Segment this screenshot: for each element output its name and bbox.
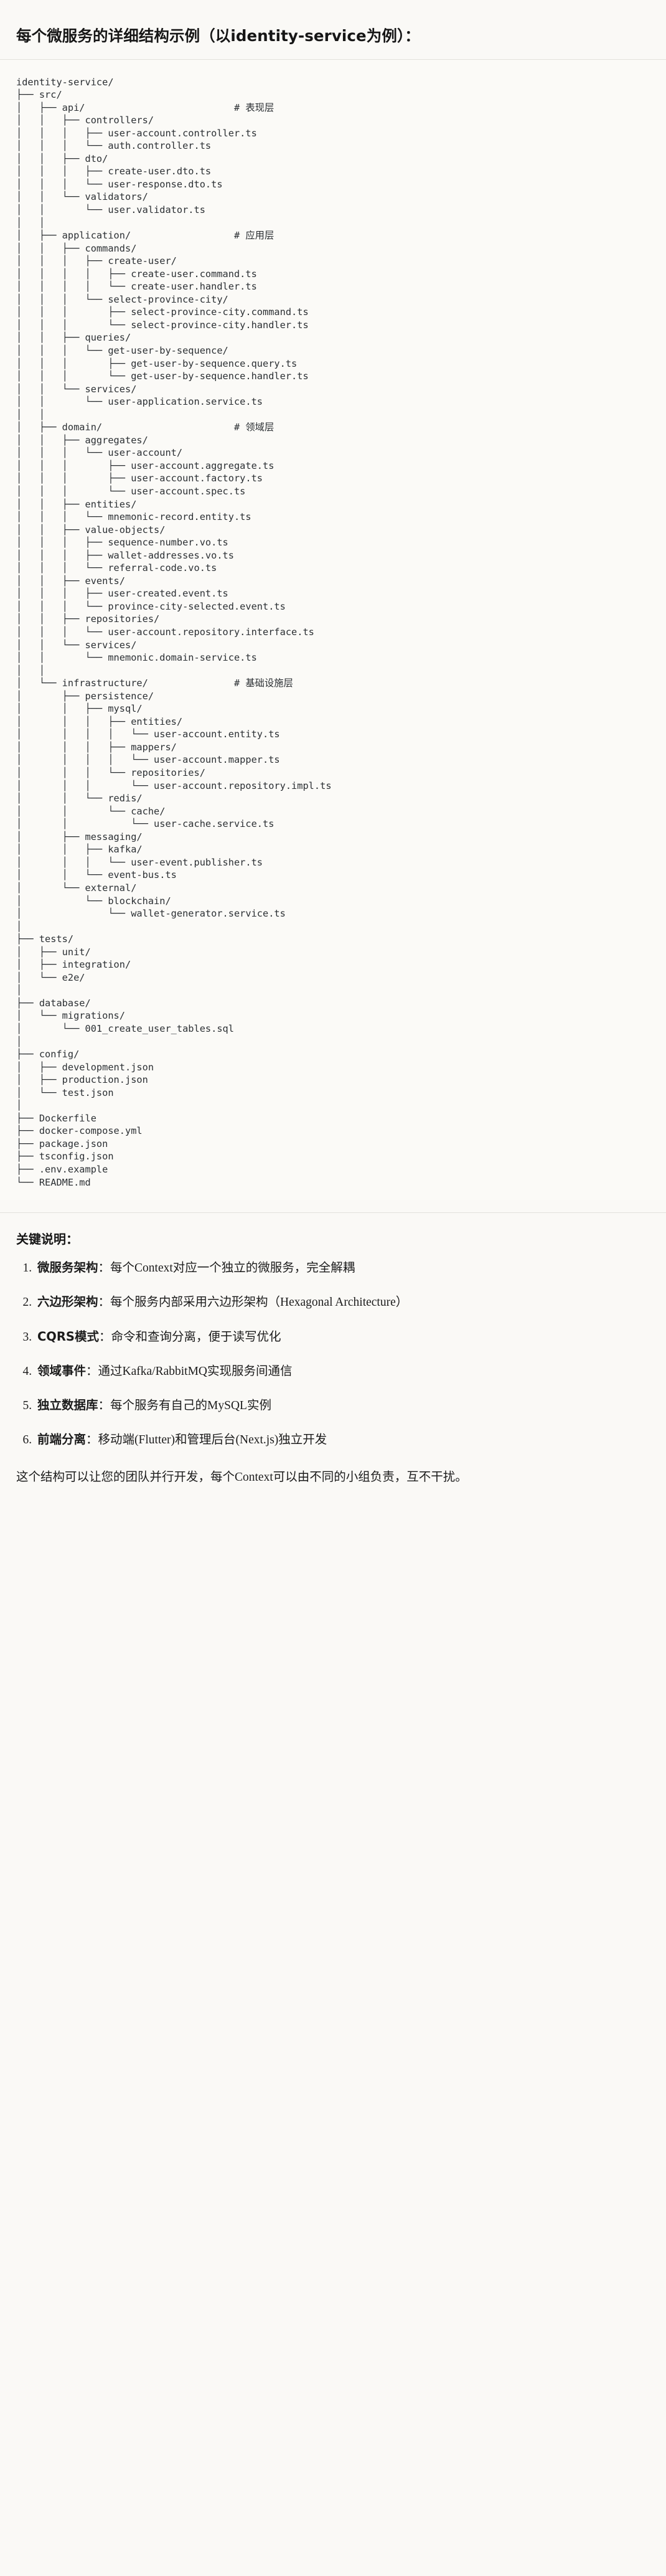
- document-page: 每个微服务的详细结构示例（以identity-service为例）： ident…: [0, 12, 666, 2576]
- note-term: 前端分离: [37, 1432, 87, 1447]
- directory-tree: identity-service/ ├── src/ │ ├── api/ # …: [16, 76, 332, 1188]
- closing-paragraph: 这个结构可以让您的团队并行开发，每个Context可以由不同的小组负责，互不干扰…: [16, 1470, 467, 1484]
- note-separator: ：: [98, 1296, 111, 1309]
- page-title: 每个微服务的详细结构示例（以identity-service为例）：: [16, 27, 420, 45]
- note-term: CQRS模式: [37, 1329, 99, 1344]
- note-description: 每个Context对应一个独立的微服务，完全解耦: [110, 1262, 355, 1275]
- list-item: 微服务架构：每个Context对应一个独立的微服务，完全解耦: [35, 1258, 650, 1277]
- list-item: 六边形架构：每个服务内部采用六边形架构（Hexagonal Architectu…: [35, 1293, 650, 1311]
- note-description: 通过Kafka/RabbitMQ实现服务间通信: [98, 1364, 293, 1378]
- tree-divider: [0, 1212, 666, 1214]
- list-item: 领域事件：通过Kafka/RabbitMQ实现服务间通信: [35, 1362, 650, 1380]
- list-item: CQRS模式：命令和查询分离，便于读写优化: [35, 1328, 650, 1346]
- note-separator: ：: [98, 1399, 111, 1413]
- note-description: 每个服务内部采用六边形架构（Hexagonal Architecture）: [110, 1296, 408, 1309]
- note-separator: ：: [86, 1364, 98, 1378]
- note-separator: ：: [98, 1330, 111, 1344]
- note-description: 命令和查询分离，便于读写优化: [111, 1330, 281, 1344]
- note-term: 微服务架构: [37, 1260, 98, 1275]
- list-item: 独立数据库：每个服务有自己的MySQL实例: [35, 1396, 650, 1415]
- note-term: 独立数据库: [37, 1398, 98, 1413]
- note-separator: ：: [86, 1433, 98, 1447]
- note-description: 移动端(Flutter)和管理后台(Next.js)独立开发: [98, 1433, 327, 1447]
- key-notes-list: 微服务架构：每个Context对应一个独立的微服务，完全解耦 六边形架构：每个服…: [16, 1258, 650, 1450]
- note-separator: ：: [98, 1262, 111, 1275]
- note-term: 六边形架构: [37, 1295, 98, 1309]
- note-description: 每个服务有自己的MySQL实例: [110, 1399, 271, 1413]
- note-term: 领域事件: [37, 1363, 87, 1378]
- title-divider: [0, 59, 666, 60]
- key-notes-section: 关键说明： 微服务架构：每个Context对应一个独立的微服务，完全解耦 六边形…: [0, 1229, 666, 1503]
- directory-tree-block: identity-service/ ├── src/ │ ├── api/ # …: [0, 59, 666, 1201]
- key-notes-title: 关键说明：: [16, 1232, 78, 1247]
- list-item: 前端分离：移动端(Flutter)和管理后台(Next.js)独立开发: [35, 1430, 650, 1449]
